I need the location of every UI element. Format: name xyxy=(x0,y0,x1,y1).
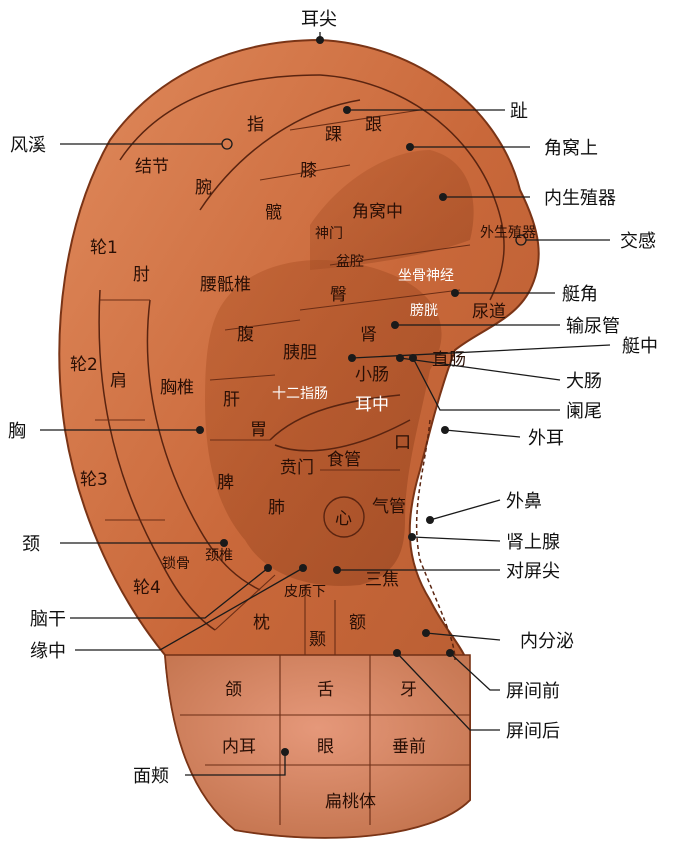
zone-sanjiao: 三焦 xyxy=(365,570,399,590)
zone-shierzhichang: 十二指肠 xyxy=(272,386,328,402)
zone-lun2: 轮2 xyxy=(70,355,98,375)
zone-jian: 肩 xyxy=(110,371,127,391)
zone-niaodao: 尿道 xyxy=(472,302,506,322)
zone-wan: 腕 xyxy=(195,178,212,198)
zone-suogu: 锁骨 xyxy=(162,556,190,572)
zone-zhi: 指 xyxy=(247,115,264,135)
zone-divider xyxy=(214,574,276,631)
zone-xiaochang: 小肠 xyxy=(355,365,389,385)
zone-xiongzhui: 胸椎 xyxy=(160,378,194,398)
zone-jingzhui: 颈椎 xyxy=(205,548,233,564)
callout-waibi: 外鼻 xyxy=(506,491,542,512)
antihelix-crus xyxy=(199,99,361,211)
callout-tingjiao: 艇角 xyxy=(562,284,598,305)
helix-inner-rim xyxy=(319,74,505,301)
zone-biantaoti: 扁桃体 xyxy=(325,792,376,812)
zone-kou: 口 xyxy=(394,433,411,453)
zone-yaodizhui: 腰骶椎 xyxy=(200,275,251,295)
zone-lun4: 轮4 xyxy=(133,578,161,598)
zone-kuan: 髋 xyxy=(265,203,282,223)
zone-zhou: 肘 xyxy=(133,265,150,285)
tragus-edge xyxy=(415,419,456,661)
callout-neishengzhiqi: 内生殖器 xyxy=(544,187,616,209)
zone-shiguan: 食管 xyxy=(327,450,361,470)
callout-jiaogan: 交感 xyxy=(620,231,656,252)
zone-tun: 臀 xyxy=(330,285,347,305)
zone-jiaowozhong: 角窝中 xyxy=(352,202,403,222)
zone-jiewojie: 结节 xyxy=(135,157,169,177)
concha xyxy=(205,260,442,586)
zone-fu: 腹 xyxy=(237,325,254,345)
callout-shuniaoguan: 输尿管 xyxy=(566,316,620,337)
zone-penqiang: 盆腔 xyxy=(336,254,364,270)
zone-pi: 脾 xyxy=(217,473,234,493)
zone-pizhixia: 皮质下 xyxy=(284,584,326,600)
callout-xiong: 胸 xyxy=(8,421,26,442)
callout-lanwei: 阑尾 xyxy=(566,401,602,422)
zone-xin: 心 xyxy=(335,509,352,529)
leader-lines xyxy=(40,32,611,776)
zone-erzhong: 耳中 xyxy=(355,395,389,415)
antihelix-outer xyxy=(119,74,321,161)
zone-lun1: 轮1 xyxy=(90,238,118,258)
callout-fengxi: 风溪 xyxy=(10,135,46,156)
zone-she: 舌 xyxy=(317,680,334,700)
zone-shenmen: 神门 xyxy=(315,226,343,242)
callout-waier: 外耳 xyxy=(528,428,564,449)
zone-divider xyxy=(329,244,471,266)
heart-zone-circle xyxy=(323,496,365,538)
zone-zuogushenjing: 坐骨神经 xyxy=(398,268,454,284)
zone-benmen: 贲门 xyxy=(280,458,314,478)
zone-yidan: 胰胆 xyxy=(283,343,317,363)
zone-nie: 颞 xyxy=(309,630,326,650)
earlobe xyxy=(164,654,471,839)
zone-pangguang: 膀胱 xyxy=(410,302,438,319)
crus-lower xyxy=(274,419,411,452)
zone-divider xyxy=(209,374,276,381)
zone-divider xyxy=(224,319,301,331)
zone-xi: 膝 xyxy=(300,161,317,181)
zone-he: 颌 xyxy=(225,680,242,700)
callout-duipingjian: 对屏尖 xyxy=(506,561,560,582)
callout-naogan: 脑干 xyxy=(30,609,66,630)
zone-chuiqian: 垂前 xyxy=(392,737,426,757)
callout-jing: 颈 xyxy=(22,534,40,555)
zone-e: 额 xyxy=(349,613,366,633)
antihelix-line xyxy=(146,299,261,591)
zone-waishengzhiqi: 外生殖器 xyxy=(480,224,536,241)
zone-zhichang: 直肠 xyxy=(432,350,466,370)
zone-yan: 眼 xyxy=(317,737,334,757)
zone-huai: 踝 xyxy=(325,125,342,145)
zone-qiguan: 气管 xyxy=(372,497,406,517)
callout-tingzhong: 艇中 xyxy=(622,336,658,357)
callout-dachang: 大肠 xyxy=(566,371,602,392)
zone-zhen: 枕 xyxy=(253,613,270,633)
callout-pingjianqian: 屏间前 xyxy=(506,681,560,702)
callout-mianjia: 面颊 xyxy=(133,766,169,787)
zone-divider xyxy=(289,109,421,131)
helix-crus xyxy=(269,394,401,441)
zone-gen: 跟 xyxy=(365,115,382,135)
callout-shenshangxian: 肾上腺 xyxy=(506,532,560,553)
callout-neifenmi: 内分泌 xyxy=(520,631,574,652)
zone-gan: 肝 xyxy=(223,390,240,410)
callout-pingjianhou: 屏间后 xyxy=(506,721,560,742)
callout-yuanzhong: 缘中 xyxy=(30,641,66,662)
zone-shen: 肾 xyxy=(360,325,377,345)
callout-jiaowoshang: 角窝上 xyxy=(544,138,598,159)
zone-fei: 肺 xyxy=(268,498,285,518)
zone-divider xyxy=(259,164,351,181)
zone-ya: 牙 xyxy=(400,680,417,700)
zone-divider xyxy=(299,289,461,311)
callout-zhi: 趾 xyxy=(510,101,528,122)
callout-erjian: 耳尖 xyxy=(301,9,337,30)
zone-lun3: 轮3 xyxy=(80,470,108,490)
zone-wei: 胃 xyxy=(250,420,267,440)
zone-neier: 内耳 xyxy=(222,737,256,757)
triangular-fossa xyxy=(310,150,474,270)
